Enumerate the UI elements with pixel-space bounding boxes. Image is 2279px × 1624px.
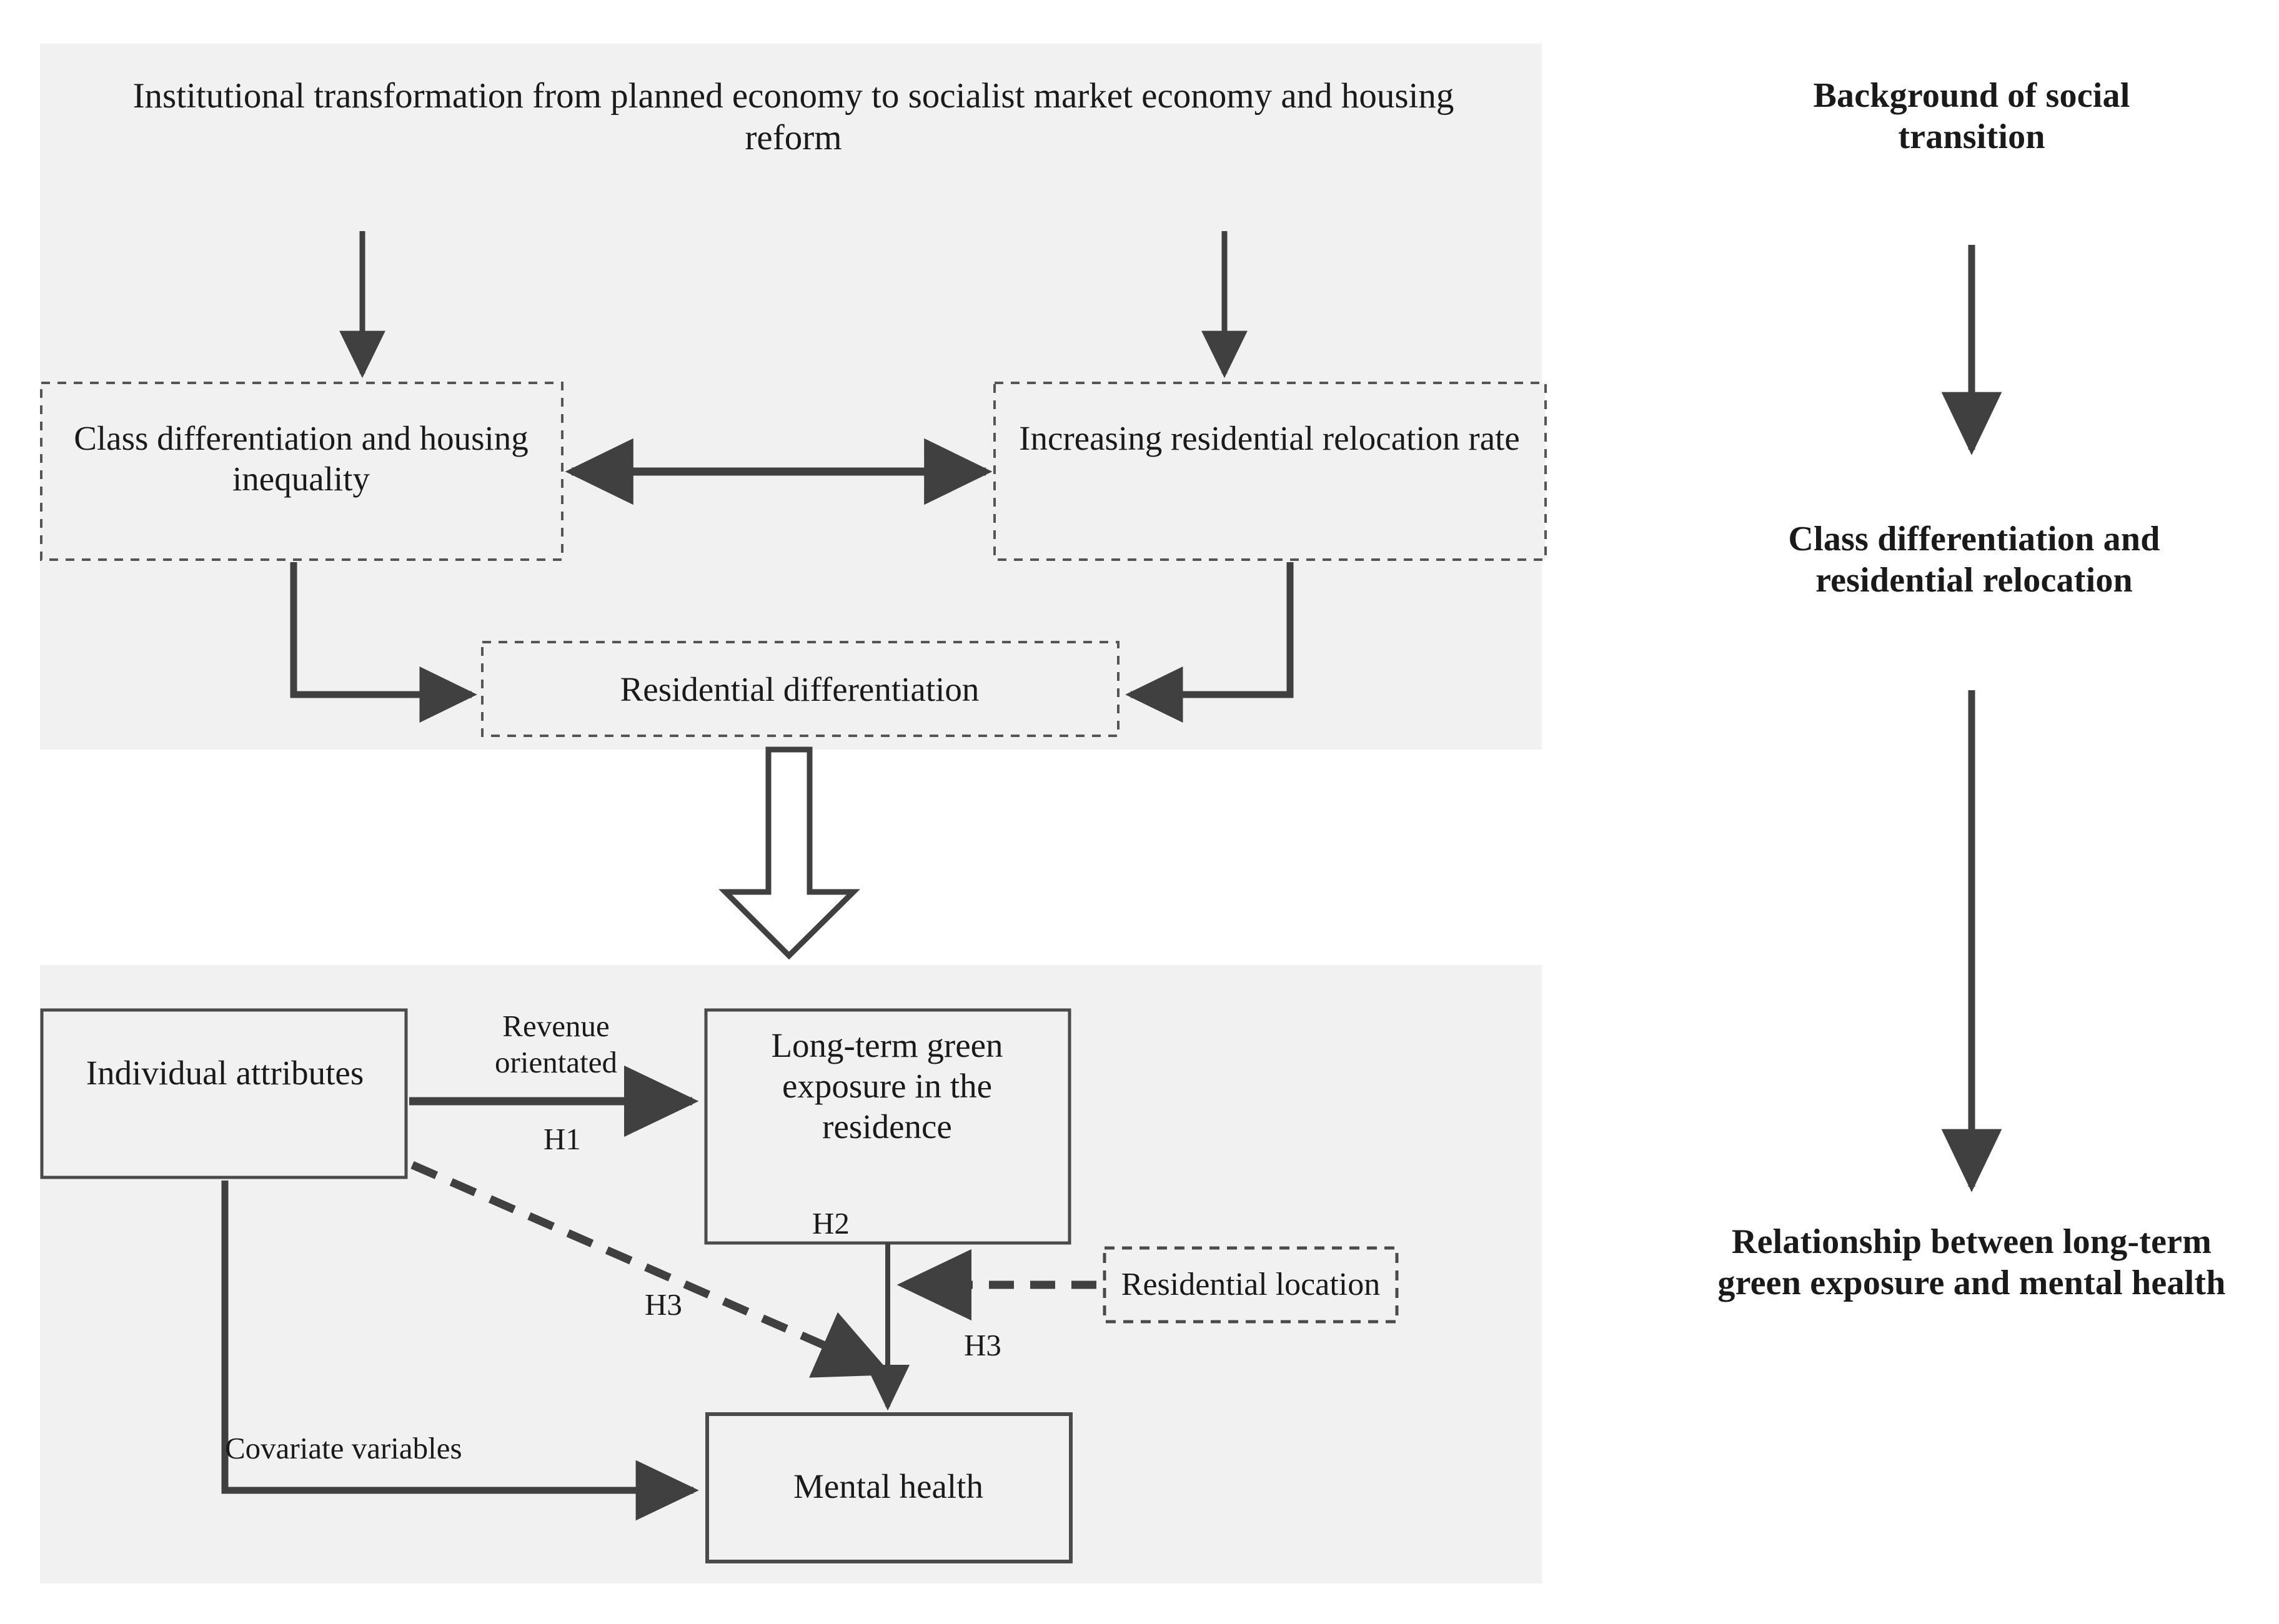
individual-attributes-box — [40, 1008, 408, 1179]
residential-differentiation-label: Residential differentiation — [620, 670, 980, 708]
residential-location-label: Residential location — [1121, 1267, 1381, 1302]
class-differentiation-label: Class differentiation and housing inequa… — [74, 419, 529, 498]
arrow-relocation-to-residential-diff — [1125, 562, 1294, 723]
green-exposure-box — [704, 1008, 1071, 1245]
individual-attributes-label: Individual attributes — [86, 1054, 364, 1092]
h3-diagonal-label: H3 — [645, 1287, 682, 1322]
h1-label: H1 — [544, 1122, 581, 1156]
green-exposure-label: Long-term green exposure in the residenc… — [771, 1026, 1003, 1146]
block-down-arrow — [718, 746, 860, 960]
h3-location-label: H3 — [964, 1328, 1001, 1362]
stage-label-background-of-social-transition: Background of social transition — [1813, 76, 2130, 157]
arrow-attributes-to-mentalhealth-diagonal — [410, 1161, 892, 1378]
mental-health-label: Mental health — [793, 1467, 983, 1505]
residential-location-box — [1103, 1246, 1399, 1324]
revenue-orientated-label: Revenue orientated — [495, 1009, 617, 1079]
arrow-covariate-variables — [221, 1181, 699, 1521]
covariate-variables-label: Covariate variables — [225, 1431, 462, 1465]
class-differentiation-box — [40, 382, 564, 561]
h2-label: H2 — [812, 1206, 850, 1240]
residential-differentiation-box — [481, 641, 1120, 737]
relocation-rate-label: Increasing residential relocation rate — [1019, 419, 1520, 457]
arrow-class-to-residential-diff — [290, 562, 477, 723]
stage-label-relationship-green-exposure-mental-health: Relationship between long-term green exp… — [1717, 1222, 2226, 1303]
mental-health-box — [705, 1412, 1073, 1563]
stage-label-class-differentiation-and-residential-relocation: Class differentiation and residential re… — [1788, 520, 2160, 600]
relocation-rate-box — [993, 382, 1547, 561]
top-panel-header: Institutional transformation from planne… — [132, 76, 1454, 158]
